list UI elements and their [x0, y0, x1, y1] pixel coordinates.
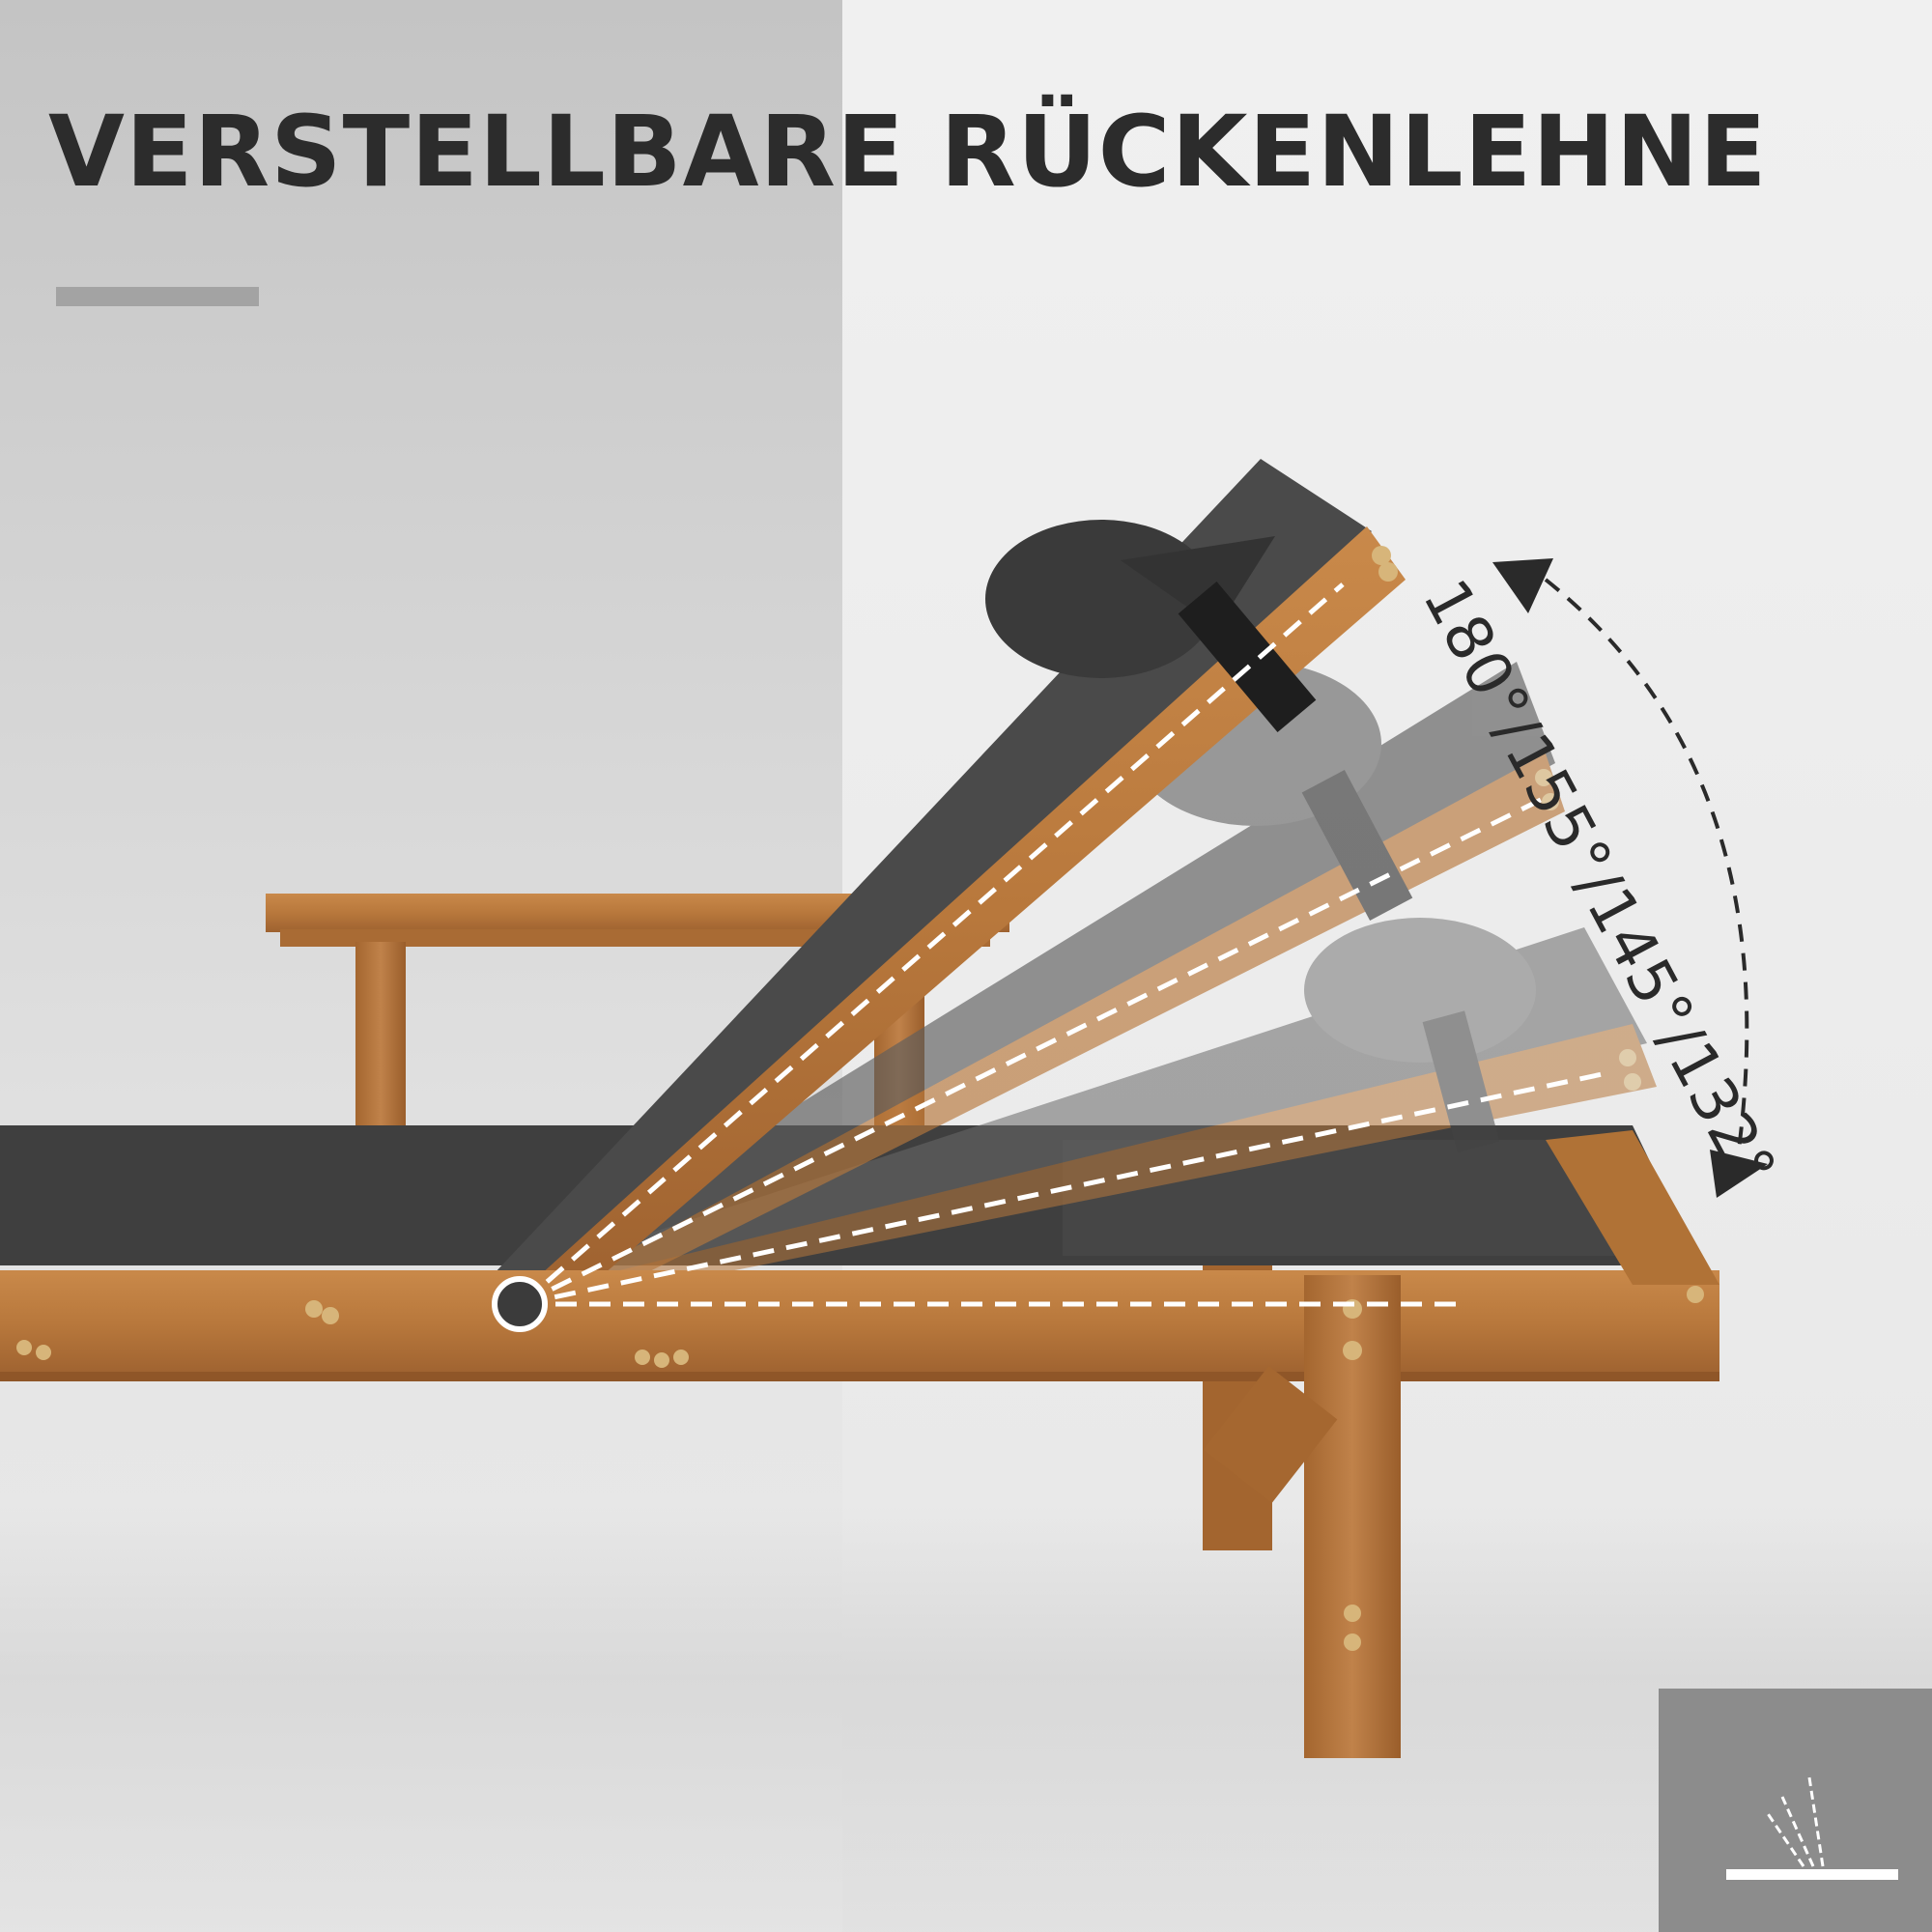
- pivot-point-icon: [492, 1276, 548, 1332]
- angle-guide-lines: [520, 582, 1612, 1307]
- title-accent-bar: [56, 287, 259, 306]
- floor-shadow: [0, 1507, 1932, 1932]
- feature-badge: [1659, 1689, 1932, 1932]
- seat-frame-rail: [0, 1130, 1719, 1381]
- front-leg: [1203, 1275, 1401, 1758]
- page-title: VERSTELLBARE RÜCKENLEHNE: [48, 95, 1768, 210]
- backrest-position-132: [522, 918, 1657, 1299]
- badge-icon-overlay: [1726, 1776, 1898, 1880]
- curved-double-arrow-icon: [1492, 558, 1768, 1198]
